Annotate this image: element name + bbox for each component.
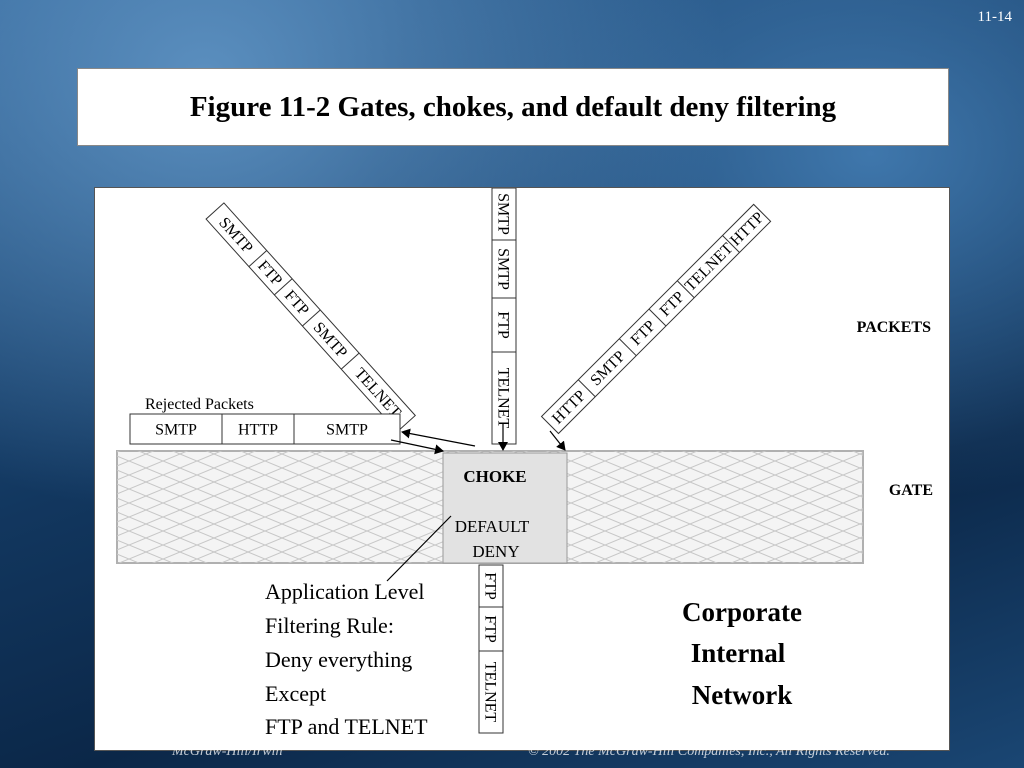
rule-line-5: FTP and TELNET <box>265 714 428 739</box>
packets-label: PACKETS <box>857 319 931 336</box>
rule-pointer-line <box>386 515 452 582</box>
stream-right-frame <box>540 203 772 435</box>
packet-divider <box>648 308 667 327</box>
title-box: Figure 11-2 Gates, chokes, and default d… <box>77 68 949 146</box>
packet-divider <box>577 379 596 398</box>
packet-divider <box>248 250 268 267</box>
packet-label: SMTP <box>326 422 368 439</box>
packet-divider <box>273 278 293 296</box>
packet-label: SMTP <box>494 248 511 290</box>
packet-label: FTP <box>481 615 498 643</box>
rejected-packets-label: Rejected Packets <box>145 396 254 413</box>
choke-box <box>442 452 568 564</box>
right-stream-arrow <box>549 430 566 451</box>
default-label: DEFAULT <box>455 517 530 536</box>
gate-label: GATE <box>889 482 933 499</box>
footer-publisher: McGraw-Hill/Irwin <box>172 744 283 759</box>
footer-copyright: © 2002 The McGraw-Hill Companies, Inc., … <box>528 744 890 759</box>
allowed-packet-stream: FTP FTP TELNET <box>478 564 504 734</box>
packet-divider <box>722 235 740 253</box>
packet-label: TELNET <box>481 662 498 723</box>
network-line-3: Network <box>692 680 792 710</box>
choke-label: CHOKE <box>463 467 526 486</box>
stream-rejected-frame <box>129 413 401 445</box>
packet-label: HTTP <box>238 422 278 439</box>
figure-title: Figure 11-2 Gates, chokes, and default d… <box>189 90 837 123</box>
rule-line-1: Application Level <box>265 579 424 604</box>
packet-label: SMTP <box>155 422 197 439</box>
rule-line-3: Deny everything <box>265 647 412 672</box>
reject-arrow <box>390 439 444 455</box>
figure-diagram: CHOKE DEFAULT DENY SMTPFTPFTPSMTPTELNET … <box>116 188 933 739</box>
network-line-1: Corporate <box>682 597 802 627</box>
packet-label: SMTP <box>494 193 511 235</box>
middle-packet-stream: SMTP SMTP FTP TELNET <box>491 188 517 445</box>
stream-left-frame <box>205 202 416 433</box>
packet-divider <box>340 352 360 370</box>
packet-divider <box>676 280 695 299</box>
left-stream-arrow <box>401 428 476 447</box>
packet-divider <box>302 309 321 327</box>
packet-label: FTP <box>494 311 511 339</box>
rule-line-4: Except <box>265 681 326 706</box>
deny-label: DENY <box>472 542 519 561</box>
network-line-2: Internal <box>691 638 786 668</box>
rejected-packet-stream: SMTP HTTP SMTP <box>129 413 401 445</box>
slide-number: 11-14 <box>977 9 1012 25</box>
packet-label: FTP <box>481 572 498 600</box>
packet-label: TELNET <box>494 368 511 429</box>
rule-line-2: Filtering Rule: <box>265 613 394 638</box>
packet-divider <box>618 338 637 357</box>
